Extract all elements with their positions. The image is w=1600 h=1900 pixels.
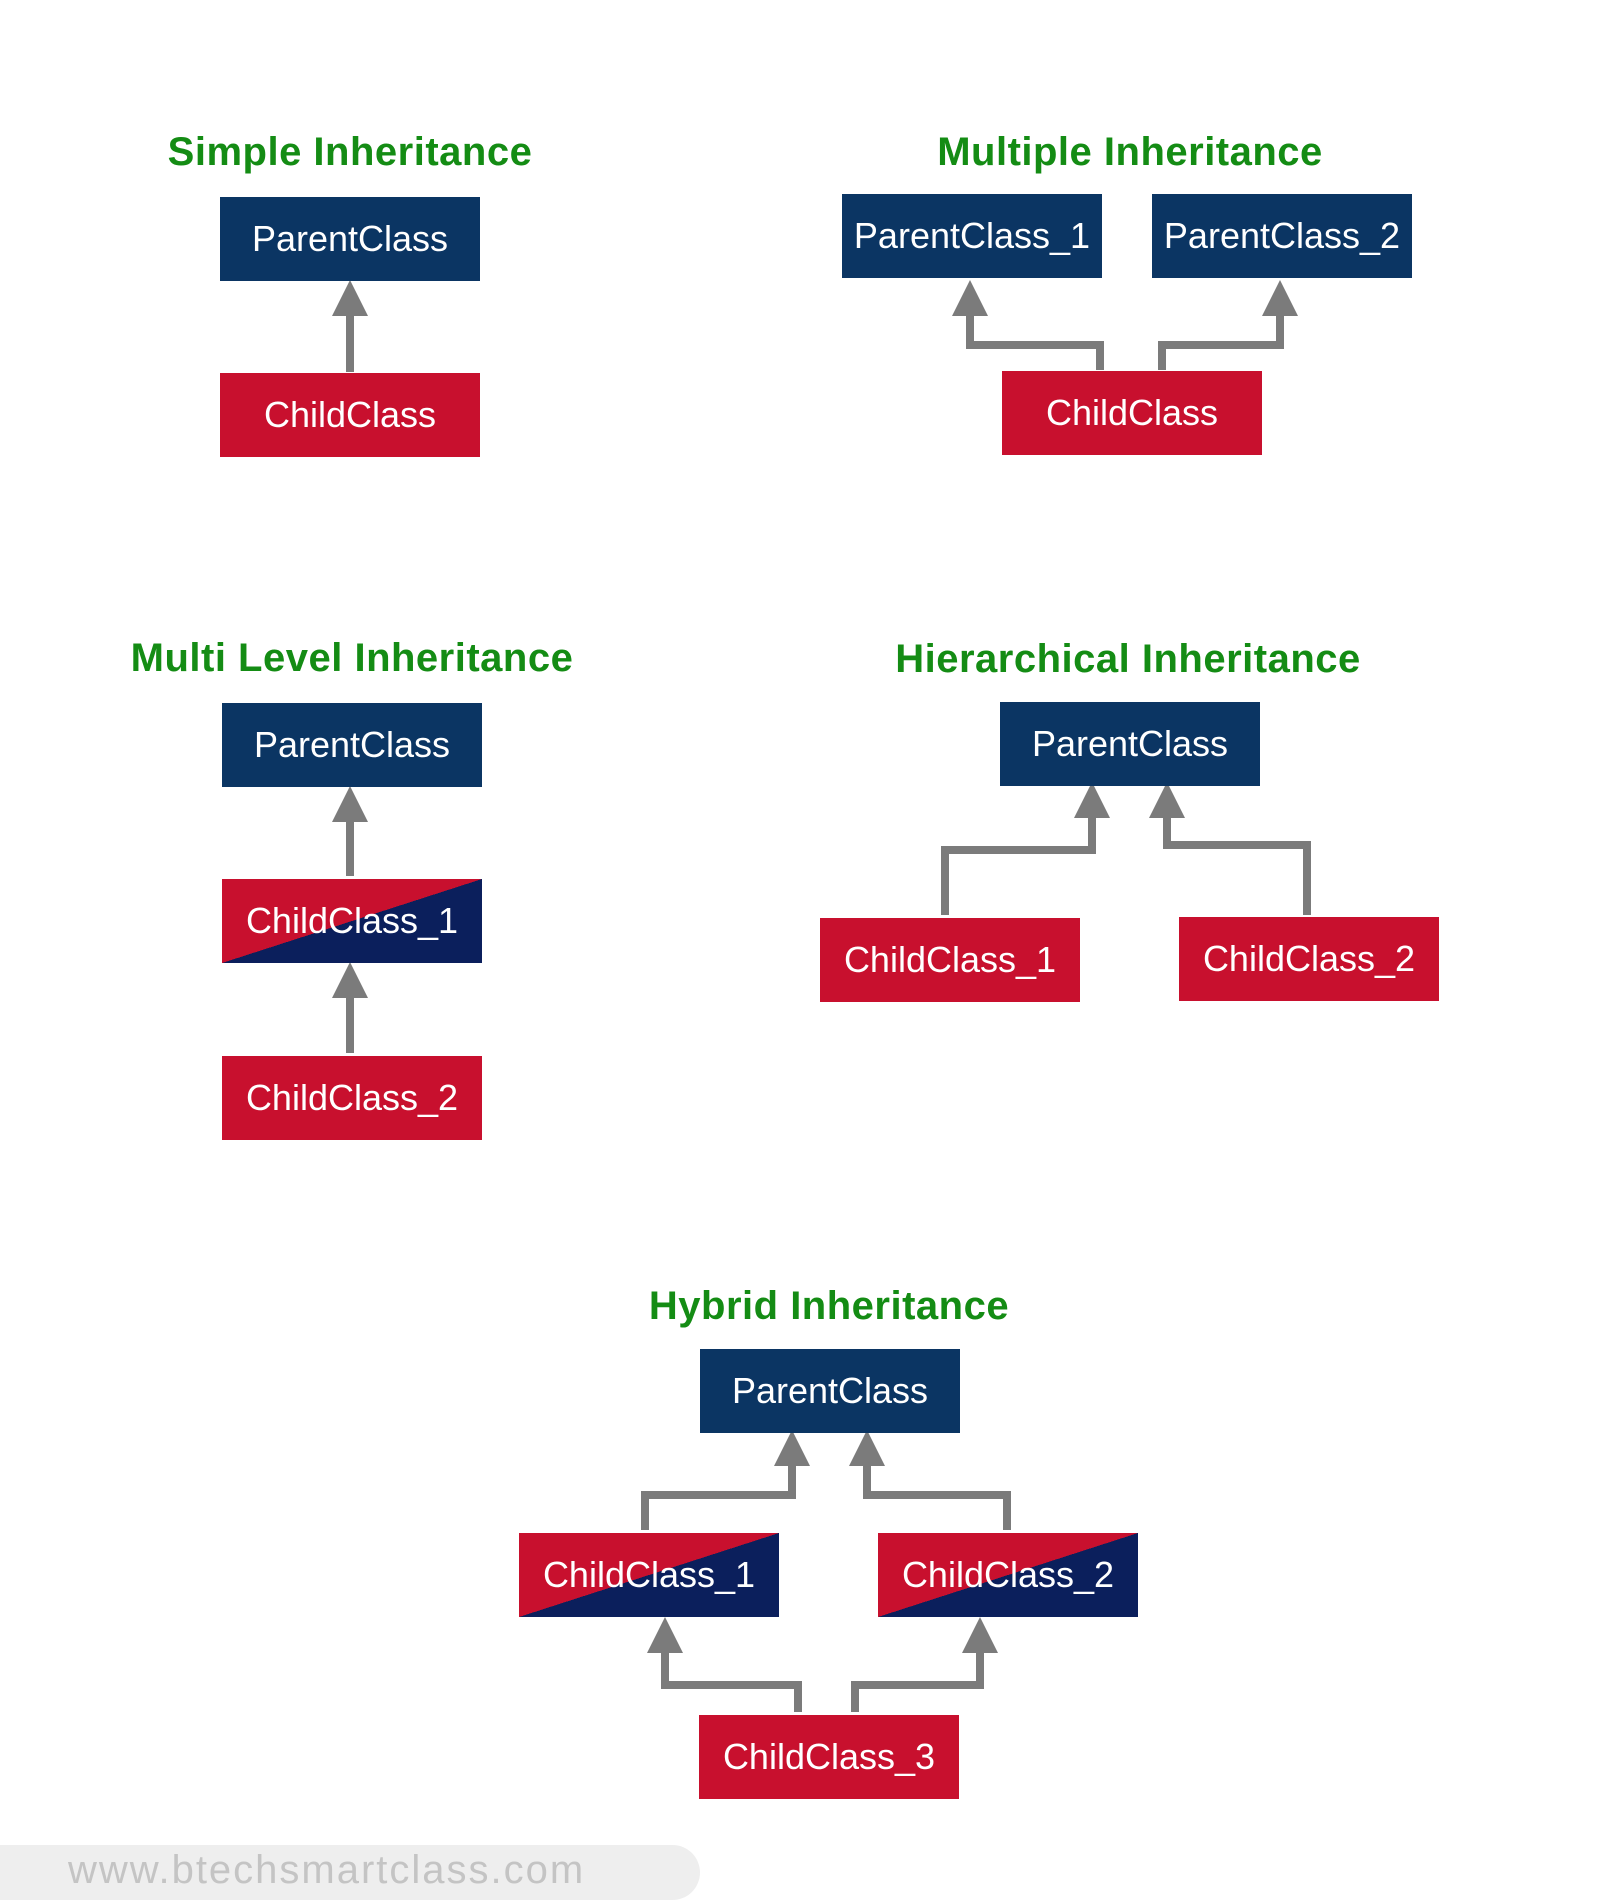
hierarchical-parent-class: ParentClass xyxy=(1000,702,1260,786)
footer-url: www.btechsmartclass.com xyxy=(68,1848,586,1892)
multilevel-inheritance-title: Multi Level Inheritance xyxy=(130,636,574,680)
hybrid-child-class-3: ChildClass_3 xyxy=(699,1715,959,1799)
hierarchical-inheritance-title: Hierarchical Inheritance xyxy=(895,637,1361,681)
multiple-arrow-1 xyxy=(952,280,1104,370)
hybrid-arrow-2 xyxy=(849,1430,1011,1530)
hybrid-parent-class: ParentClass xyxy=(700,1349,960,1433)
multiple-inheritance-title: Multiple Inheritance xyxy=(937,130,1323,174)
simple-inheritance-title: Simple Inheritance xyxy=(167,130,533,174)
simple-parent-class: ParentClass xyxy=(220,197,480,281)
hierarchical-arrow-1 xyxy=(941,782,1110,915)
hybrid-arrow-1 xyxy=(641,1430,810,1530)
multilevel-parent-class: ParentClass xyxy=(222,703,482,787)
hierarchical-child-class-1: ChildClass_1 xyxy=(820,918,1080,1002)
multiple-child-class: ChildClass xyxy=(1002,371,1262,455)
hybrid-child-class-1: ChildClass_1 xyxy=(519,1533,779,1617)
hierarchical-child-class-2: ChildClass_2 xyxy=(1179,917,1439,1001)
hybrid-arrow-3 xyxy=(647,1617,802,1712)
multilevel-child-class-1: ChildClass_1 xyxy=(222,879,482,963)
hierarchical-arrow-2 xyxy=(1149,782,1311,915)
multiple-parent-class-1: ParentClass_1 xyxy=(842,194,1102,278)
footer-bar xyxy=(0,1845,700,1900)
hybrid-inheritance-title: Hybrid Inheritance xyxy=(648,1284,1010,1328)
multilevel-child-class-2: ChildClass_2 xyxy=(222,1056,482,1140)
hybrid-child-class-2: ChildClass_2 xyxy=(878,1533,1138,1617)
multiple-parent-class-2: ParentClass_2 xyxy=(1152,194,1412,278)
multiple-arrow-2 xyxy=(1158,280,1298,370)
simple-child-class: ChildClass xyxy=(220,373,480,457)
hybrid-arrow-4 xyxy=(851,1617,998,1712)
